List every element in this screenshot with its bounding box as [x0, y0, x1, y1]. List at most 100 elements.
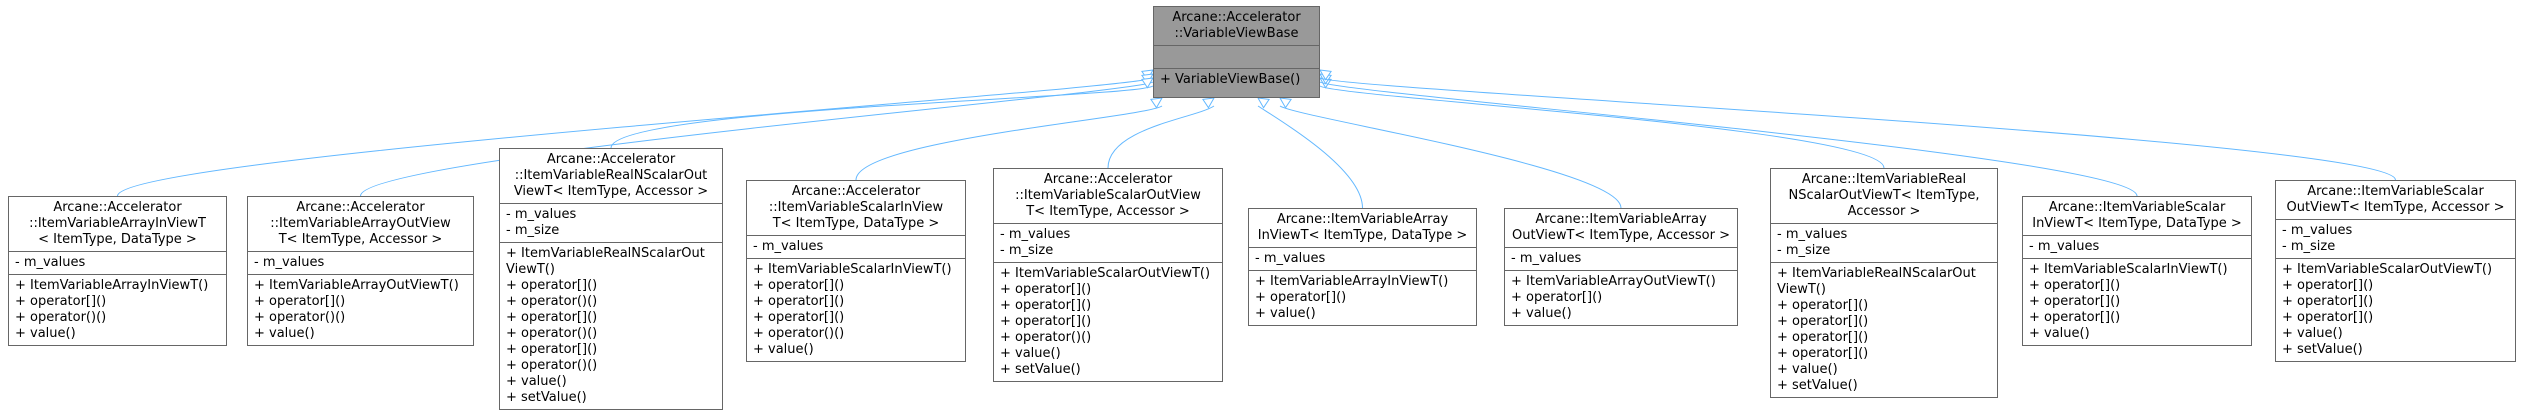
attribute-item: - m_values	[1000, 227, 1071, 242]
inheritance-edge	[360, 81, 1154, 197]
class-title-line: ::ItemVariableScalarInView	[768, 200, 944, 215]
method-item: + ItemVariableArrayInViewT()	[1255, 274, 1449, 289]
method-item: + value()	[1777, 362, 1838, 377]
attribute-item: - m_values	[15, 255, 86, 270]
method-item: ViewT()	[1777, 282, 1826, 297]
method-item: + operator[]()	[1255, 290, 1347, 305]
class-title: Arcane::Accelerator::ItemVariableScalarI…	[747, 181, 965, 235]
class-title-line: OutViewT< ItemType, Accessor >	[2286, 200, 2505, 215]
class-title: Arcane::Accelerator::ItemVariableArrayOu…	[248, 197, 473, 251]
derived-class-node[interactable]: Arcane::Accelerator::ItemVariableScalarO…	[993, 168, 1223, 382]
derived-class-node[interactable]: Arcane::Accelerator::ItemVariableScalarI…	[746, 180, 966, 362]
method-item: + ItemVariableScalarOutViewT()	[2282, 262, 2493, 277]
method-item: + ItemVariableScalarInViewT()	[753, 262, 952, 277]
class-title-line: NScalarOutViewT< ItemType,	[1788, 188, 1980, 203]
class-title: Arcane::Accelerator::ItemVariableArrayIn…	[9, 197, 226, 251]
method-item: + ItemVariableArrayInViewT()	[15, 278, 209, 293]
class-title: Arcane::Accelerator::ItemVariableScalarO…	[994, 169, 1222, 223]
method-item: + operator[]()	[506, 278, 598, 293]
class-attributes: - m_values	[747, 235, 965, 258]
attribute-item: - m_values	[2029, 239, 2100, 254]
method-item: + operator[]()	[254, 294, 346, 309]
inheritance-arrowhead	[1319, 69, 1332, 81]
method-item: + operator[]()	[15, 294, 107, 309]
class-attributes: - m_values- m_size	[994, 223, 1222, 262]
class-title-line: Arcane::ItemVariableArray	[1535, 212, 1707, 227]
inheritance-edge	[1319, 85, 1885, 169]
attribute-item: - m_values	[2282, 223, 2353, 238]
method-item: + ItemVariableArrayOutViewT()	[1511, 274, 1716, 289]
method-item: + operator[]()	[2029, 310, 2121, 325]
method-item: + setValue()	[1777, 378, 1858, 393]
method-item: + operator()()	[506, 294, 598, 309]
method-item: + operator[]()	[506, 342, 598, 357]
attribute-item: - m_values	[254, 255, 325, 270]
attribute-item: - m_values	[753, 239, 824, 254]
class-methods: + ItemVariableScalarOutViewT()+ operator…	[994, 262, 1222, 381]
class-title-line: < ItemType, DataType >	[38, 232, 197, 247]
method-item: + ItemVariableRealNScalarOut	[506, 246, 705, 261]
class-title-line: Arcane::ItemVariableScalar	[2048, 200, 2226, 215]
inheritance-edge	[610, 85, 1154, 149]
class-title-line: T< ItemType, Accessor >	[1026, 204, 1190, 219]
method-item: + value()	[1000, 346, 1061, 361]
class-title-line: ::ItemVariableArrayInViewT	[29, 216, 206, 231]
class-title-line: Arcane::Accelerator	[1172, 10, 1301, 25]
inheritance-arrowhead	[1141, 77, 1154, 89]
method-item: + operator[]()	[2282, 278, 2374, 293]
attribute-item: - m_size	[506, 223, 560, 238]
class-title-line: T< ItemType, Accessor >	[278, 232, 443, 247]
derived-class-node[interactable]: Arcane::Accelerator::ItemVariableArrayIn…	[8, 196, 227, 346]
class-title-line: Arcane::Accelerator	[296, 200, 425, 215]
method-item: + operator()()	[15, 310, 107, 325]
method-item: + value()	[15, 326, 76, 341]
method-item: + operator[]()	[1000, 298, 1092, 313]
attribute-item: - m_size	[1777, 243, 1831, 258]
method-item: + operator[]()	[753, 278, 845, 293]
method-item: + ItemVariableRealNScalarOut	[1777, 266, 1976, 281]
class-attributes: - m_values	[9, 251, 226, 274]
method-item: + setValue()	[1000, 362, 1081, 377]
attribute-item: - m_values	[1511, 251, 1582, 266]
class-methods: + ItemVariableArrayOutViewT()+ operator[…	[1505, 270, 1737, 325]
method-item: + value()	[2282, 326, 2343, 341]
method-item: + operator[]()	[2282, 294, 2374, 309]
inheritance-arrowhead	[1279, 97, 1292, 109]
method-item: + operator()()	[1000, 330, 1092, 345]
method-item: + operator[]()	[2029, 278, 2121, 293]
class-title-line: ::ItemVariableScalarOutView	[1015, 188, 1201, 203]
class-title-line: OutViewT< ItemType, Accessor >	[1512, 228, 1730, 243]
method-item: + value()	[1255, 306, 1316, 321]
derived-class-node[interactable]: Arcane::Accelerator::ItemVariableRealNSc…	[499, 148, 723, 410]
derived-class-node[interactable]: Arcane::Accelerator::ItemVariableArrayOu…	[247, 196, 474, 346]
class-title-line: Arcane::Accelerator	[791, 184, 921, 199]
class-title-line: Accessor >	[1847, 204, 1921, 219]
attribute-item: - m_values	[1255, 251, 1326, 266]
class-title: Arcane::Accelerator::ItemVariableRealNSc…	[500, 149, 722, 203]
method-item: + operator()()	[506, 358, 598, 373]
class-methods: + ItemVariableScalarOutViewT()+ operator…	[2276, 258, 2515, 361]
method-item: + VariableViewBase()	[1160, 72, 1301, 87]
inheritance-edge	[855, 105, 1163, 181]
class-methods: + ItemVariableScalarInViewT()+ operator[…	[747, 258, 965, 361]
class-attributes: - m_values	[1249, 247, 1476, 270]
method-item: + ItemVariableScalarInViewT()	[2029, 262, 2228, 277]
base-class-variableviewbase[interactable]: Arcane::Accelerator::VariableViewBase+ V…	[1153, 6, 1320, 98]
method-item: + operator[]()	[1777, 346, 1869, 361]
class-attributes: - m_values	[1505, 247, 1737, 270]
method-item: + operator[]()	[1000, 282, 1092, 297]
method-item: + operator[]()	[2029, 294, 2121, 309]
method-item: + operator[]()	[1777, 314, 1869, 329]
class-title-line: Arcane::ItemVariableArray	[1276, 212, 1449, 227]
